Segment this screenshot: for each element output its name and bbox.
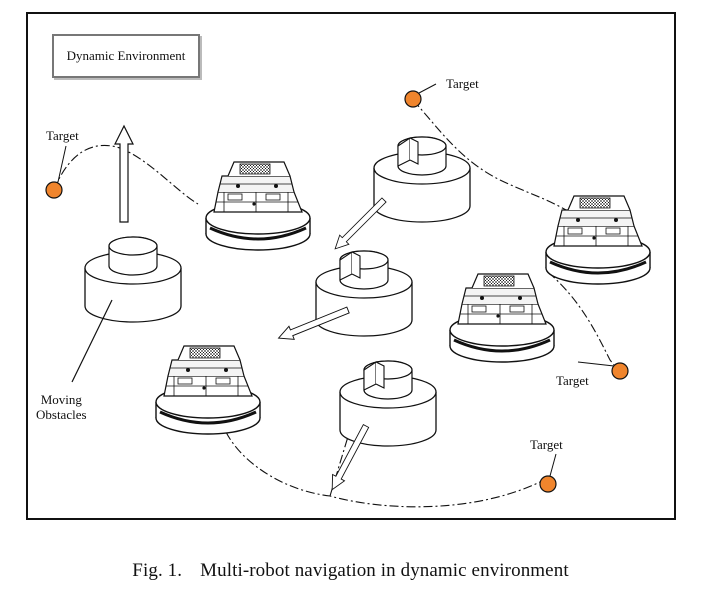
caption-text: Multi-robot navigation in dynamic enviro… — [200, 560, 569, 581]
moving-obstacles-label: Moving Obstacles — [36, 392, 87, 422]
caption-number: Fig. 1. — [132, 560, 183, 581]
target-label-2: Target — [446, 76, 479, 91]
target-marker-icon — [45, 90, 629, 493]
target-label-1: Target — [46, 128, 79, 143]
moving-obstacles-line-2: Obstacles — [36, 407, 87, 422]
figure-caption: Fig. 1. Multi-robot navigation in dynamic… — [0, 560, 701, 582]
target-leader-lines — [57, 83, 615, 477]
obstacles-pointer — [71, 299, 113, 383]
moving-obstacles-line-1: Moving — [40, 392, 82, 407]
target-label-4: Target — [530, 437, 563, 452]
dynamic-environment-box: Dynamic Environment — [52, 34, 200, 78]
target-label-3: Target — [556, 373, 589, 388]
dynamic-environment-label: Dynamic Environment — [66, 48, 186, 63]
